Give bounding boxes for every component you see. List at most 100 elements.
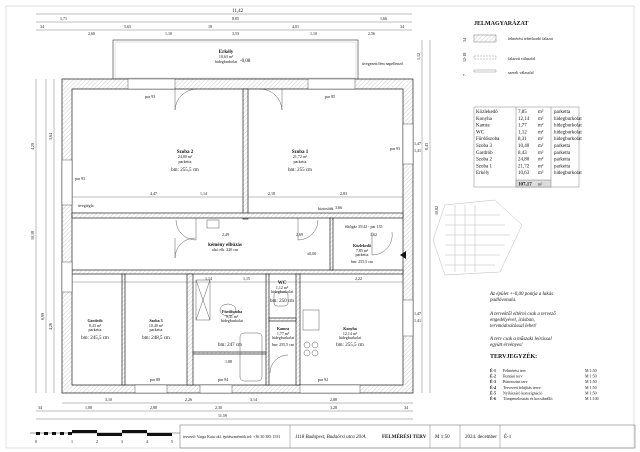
plan-list-code: É-4 xyxy=(490,385,496,390)
area-table-area: 21,72 xyxy=(518,164,530,169)
area-table-finish: parketta xyxy=(554,110,571,115)
svg-text:3,64: 3,64 xyxy=(48,133,54,140)
svg-text:34: 34 xyxy=(404,405,408,410)
svg-text:1,12 m²: 1,12 m² xyxy=(276,285,289,291)
svg-text:3,53: 3,53 xyxy=(232,31,239,37)
svg-text:Kamra: Kamra xyxy=(277,326,289,331)
area-table-unit: m² xyxy=(538,129,544,135)
note-line: A tervektől eltérni csak a tervező xyxy=(489,312,556,317)
svg-text:±0,00: ±0,00 xyxy=(307,251,316,257)
svg-text:par 93: par 93 xyxy=(75,176,85,181)
area-table-area: 24,80 xyxy=(518,158,530,163)
fixtures xyxy=(195,219,406,382)
svg-text:hidegburkolat: hidegburkolat xyxy=(221,318,244,323)
inner-dimensions: 4,47 2,18 2,83 1,14 3,66 2,49 2,69 1,62 … xyxy=(72,191,403,365)
svg-text:hidegburkolat: hidegburkolat xyxy=(272,335,295,340)
svg-text:12-18: 12-18 xyxy=(462,53,467,62)
svg-text:par 93: par 93 xyxy=(390,146,400,151)
svg-text:Fürdőszoba: Fürdőszoba xyxy=(222,309,242,314)
area-table-area: 1,77 xyxy=(518,124,527,129)
designer-info: tervező: Varga Kata okl. építészmérnök t… xyxy=(183,434,280,439)
area-table-finish: hidegburkolat xyxy=(554,130,582,135)
area-table-finish: parketta xyxy=(554,144,571,149)
svg-text:1,10: 1,10 xyxy=(165,31,172,37)
svg-text:2,49: 2,49 xyxy=(222,232,229,238)
svg-text:biztosíték: biztosíték xyxy=(318,206,334,211)
side-dimensions: 4,29 3,64 10,18 6,99 4,26 1,12 8,43 10,8… xyxy=(30,40,440,393)
svg-text:bm: 255,5 cm: bm: 255,5 cm xyxy=(351,259,374,265)
svg-text:10,40 m²: 10,40 m² xyxy=(149,323,164,329)
svg-text:TERVJEGYZÉK:: TERVJEGYZÉK: xyxy=(490,352,537,360)
area-table-finish: hidegburkolat xyxy=(554,117,582,122)
svg-text:34: 34 xyxy=(400,24,404,29)
svg-text:szerelt válaszfal: szerelt válaszfal xyxy=(508,70,535,75)
area-table-finish: parketta xyxy=(554,151,571,156)
svg-text:Szoba 3: Szoba 3 xyxy=(149,318,162,323)
area-table-unit: m² xyxy=(538,116,544,122)
plan-list-name: Bontási terv xyxy=(503,374,522,379)
area-table-area: 7,85 xyxy=(518,110,527,115)
sheet-date: 2024. december xyxy=(465,435,497,440)
svg-text:WC: WC xyxy=(278,281,287,286)
svg-text:Szoba 1: Szoba 1 xyxy=(292,150,309,155)
svg-text:4,47: 4,47 xyxy=(150,191,157,197)
address: 1118 Budapest, Budaörsi utca 20/A xyxy=(295,435,366,440)
svg-text:2,26: 2,26 xyxy=(185,397,192,403)
svg-text:7: 7 xyxy=(462,74,467,76)
svg-text:Erkély: Erkély xyxy=(219,50,234,55)
svg-text:parketta: parketta xyxy=(356,252,369,257)
svg-text:JELMAGYARÁZAT: JELMAGYARÁZAT xyxy=(474,19,528,27)
svg-text:A tervektől eltérni csak a ter: A tervektől eltérni csak a tervezőengedé… xyxy=(489,312,556,329)
svg-text:parketta: parketta xyxy=(179,159,192,164)
area-table-finish: parketta xyxy=(554,164,571,169)
note-line: tervmódosítással lehet! xyxy=(490,324,537,329)
svg-text:bm: 255,5 cm: bm: 255,5 cm xyxy=(171,168,199,173)
area-table-unit: m² xyxy=(538,163,544,169)
area-table-area: 10,40 xyxy=(518,144,530,149)
svg-text:hidegburkolat: hidegburkolat xyxy=(339,335,362,340)
svg-text:2,69: 2,69 xyxy=(296,232,303,238)
svg-text:bm: 250 cm: bm: 250 cm xyxy=(270,299,294,304)
plan-list-name: Nyílászáró konszignáció xyxy=(503,390,542,395)
area-table-unit: m² xyxy=(538,143,544,149)
plan-list-name: Tervezett felújítás terve xyxy=(503,385,541,390)
area-table-area: 1,12 xyxy=(518,130,527,135)
note-line: padlóvonala. xyxy=(489,298,516,303)
svg-text:1,08: 1,08 xyxy=(85,405,92,411)
area-table-room: Szoba 1 xyxy=(476,164,492,169)
svg-text:2,83: 2,83 xyxy=(340,191,347,197)
svg-text:12,14 m²: 12,14 m² xyxy=(343,331,358,337)
svg-text:par 85: par 85 xyxy=(325,94,335,99)
plan-list-code: É-3 xyxy=(490,379,496,384)
svg-text:1: 1 xyxy=(71,439,73,444)
svg-text:10,63 m²: 10,63 m² xyxy=(219,54,234,60)
svg-text:par 94: par 94 xyxy=(218,377,228,382)
staircase-ghost xyxy=(432,199,523,276)
plan-list-code: É-6 xyxy=(490,396,496,401)
svg-text:alsó elh. 220 cm: alsó elh. 220 cm xyxy=(212,247,239,252)
top-dimensions: 11,42 1,71 8,05 1,66 34 5,65 18 4,01 34 … xyxy=(36,9,412,37)
svg-text:bm: 255,5 cm: bm: 255,5 cm xyxy=(336,343,364,348)
svg-text:2,56: 2,56 xyxy=(368,31,375,37)
svg-text:11,59: 11,59 xyxy=(218,413,227,419)
svg-text:2: 2 xyxy=(96,439,98,444)
walls xyxy=(61,78,414,394)
svg-text:8,31 m²: 8,31 m² xyxy=(226,314,239,320)
svg-text:Gardrób: Gardrób xyxy=(87,318,103,323)
svg-text:1,47: 1,47 xyxy=(414,141,421,147)
svg-text:10,18: 10,18 xyxy=(30,231,36,240)
svg-text:8,43: 8,43 xyxy=(424,143,430,150)
plan-list-name: Felmérési terv xyxy=(503,368,526,373)
svg-text:7,85 m²: 7,85 m² xyxy=(356,248,369,254)
svg-text:1,66: 1,66 xyxy=(380,16,387,22)
title-block: tervező: Varga Kata okl. építészmérnök t… xyxy=(179,424,636,449)
note-line: együtt érvényes! xyxy=(490,343,523,348)
area-table-unit: m² xyxy=(538,109,544,115)
svg-text:falazott válaszfal: falazott válaszfal xyxy=(508,56,536,61)
plan-list-code: É-2 xyxy=(490,374,496,379)
svg-text:1,10: 1,10 xyxy=(310,31,317,37)
svg-text:parketta: parketta xyxy=(294,159,307,164)
plan-list-code: É-1 xyxy=(490,368,496,373)
svg-text:2,88: 2,88 xyxy=(330,397,337,403)
